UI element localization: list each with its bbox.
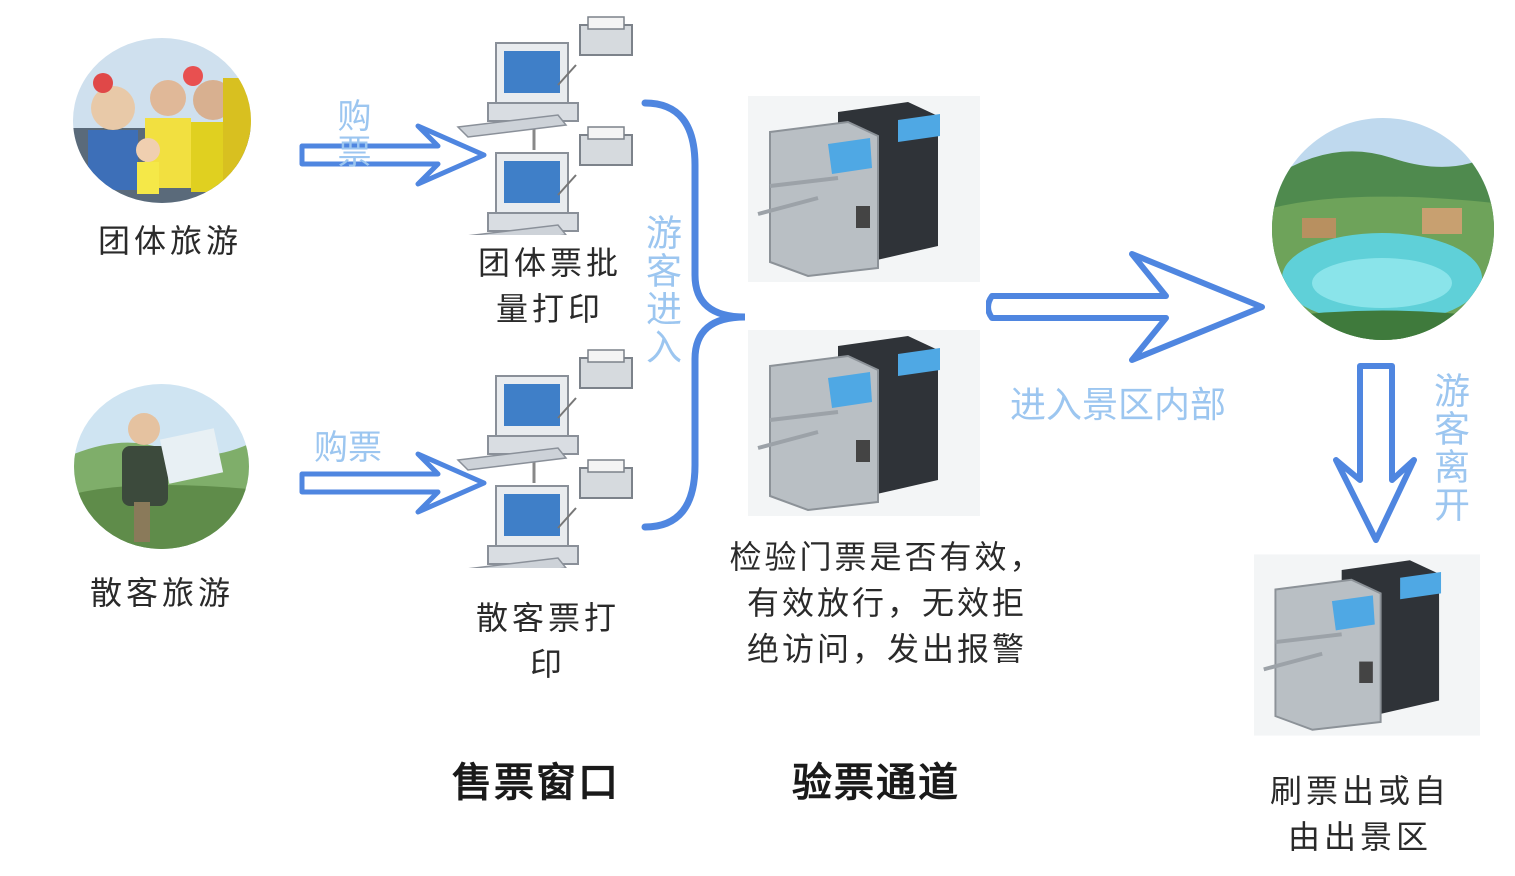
group-tour-label: 团体旅游 (97, 222, 242, 260)
turnstile-exit (1254, 554, 1480, 736)
buy-arrow-individual (299, 451, 487, 515)
check-line1: 检验门票是否有效， (729, 538, 1045, 576)
enter-label: 游客进入 (640, 214, 681, 366)
exit-description: 刷票出或自 由出景区 (1250, 768, 1470, 860)
individual-tour-label: 散客旅游 (89, 574, 234, 612)
group-ticket-stations (456, 16, 633, 235)
merge-brace (641, 99, 746, 531)
group-tour-photo (73, 38, 251, 203)
exit-line1: 刷票出或自 (1269, 772, 1450, 810)
group-print-line2: 量打印 (495, 290, 604, 328)
group-print-label: 团体票批 量打印 (455, 240, 645, 332)
enter-scenic-arrow (986, 251, 1265, 363)
check-channel-title: 验票通道 (792, 760, 960, 806)
turnstile-top (748, 96, 980, 282)
ticket-window-title: 售票窗口 (452, 760, 620, 806)
check-line3: 绝访问，发出报警 (746, 630, 1027, 668)
group-print-line1: 团体票批 (477, 244, 622, 282)
turnstile-middle (748, 330, 980, 516)
buy-label-individual: 购票 (314, 428, 382, 468)
buy-arrow-group (299, 123, 487, 187)
enter-scenic-label: 进入景区内部 (1010, 385, 1227, 426)
individual-ticket-stations (456, 349, 633, 568)
leave-arrow (1333, 363, 1417, 543)
individual-print-line1: 散客票打 (475, 599, 620, 637)
check-description: 检验门票是否有效， 有效放行，无效拒 绝访问，发出报警 (712, 534, 1062, 672)
individual-print-line2: 印 (529, 645, 566, 683)
scenic-area-photo (1272, 118, 1494, 340)
individual-tour-photo (74, 384, 249, 549)
leave-label: 游客离开 (1428, 372, 1469, 524)
buy-label-group: 购票 (331, 98, 371, 170)
individual-print-label: 散客票打 印 (453, 595, 643, 687)
exit-line2: 由出景区 (1287, 818, 1432, 856)
check-line2: 有效放行，无效拒 (746, 584, 1027, 622)
